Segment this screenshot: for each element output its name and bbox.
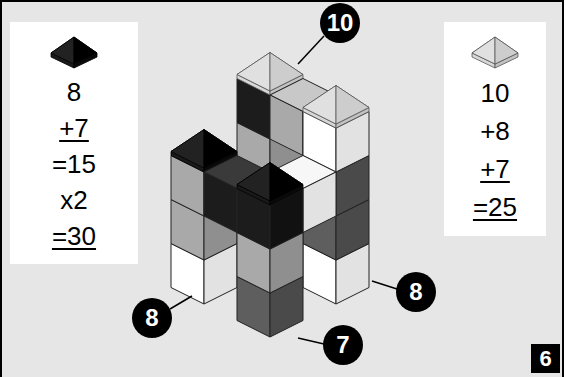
sum-line: =30 (10, 218, 138, 254)
sum-line: =15 (10, 146, 138, 182)
cap-face (237, 53, 270, 92)
callout-number: 10 (327, 11, 354, 35)
sum-line: +7 (10, 110, 138, 146)
sum-line: +7 (444, 150, 546, 188)
block-face (204, 172, 237, 233)
sum-panel: 10+8+7=25 (444, 22, 546, 236)
leader-line (298, 36, 324, 64)
callout-disc-fill (396, 272, 436, 312)
sum-line: 8 (10, 74, 138, 110)
pyramid-icon (465, 28, 525, 72)
cap-face (336, 86, 369, 125)
cap-face (270, 163, 303, 202)
page-number: 6 (539, 348, 551, 370)
cap-face (472, 37, 495, 64)
callout-disc-fill (323, 325, 363, 365)
page-number-fill (531, 344, 560, 373)
leader-line (170, 296, 192, 309)
block-face (303, 172, 336, 233)
pyramid-cap (303, 86, 369, 129)
callout-circle: 8 (132, 298, 172, 338)
pyramid-icon (44, 28, 104, 72)
callout-circle: 7 (323, 325, 363, 365)
page-number-box: 6 (531, 344, 560, 373)
sum-line: =25 (444, 188, 546, 226)
sum-line: x2 (10, 182, 138, 218)
callout-circle: 10 (320, 3, 360, 43)
callout-number: 8 (145, 306, 158, 330)
sum-line: 10 (444, 74, 546, 112)
block-tower (171, 53, 369, 338)
sum-panel: 8+7=15x2=30 (10, 22, 138, 264)
callout-number: 8 (409, 280, 422, 304)
cap-face (171, 130, 204, 169)
cap-face (74, 37, 97, 64)
cap-face (495, 37, 518, 64)
sum-line: +8 (444, 112, 546, 150)
cap-face (51, 37, 74, 64)
callout-number: 7 (336, 333, 349, 357)
callout-circle: 8 (396, 272, 436, 312)
leader-line (372, 281, 397, 289)
block-face (270, 95, 303, 156)
cap-face (303, 86, 336, 125)
callout-disc-fill (132, 298, 172, 338)
callout-disc-fill (320, 3, 360, 43)
pyramid-cap (237, 163, 303, 206)
cap-face (237, 163, 270, 202)
leader-line (298, 338, 324, 344)
